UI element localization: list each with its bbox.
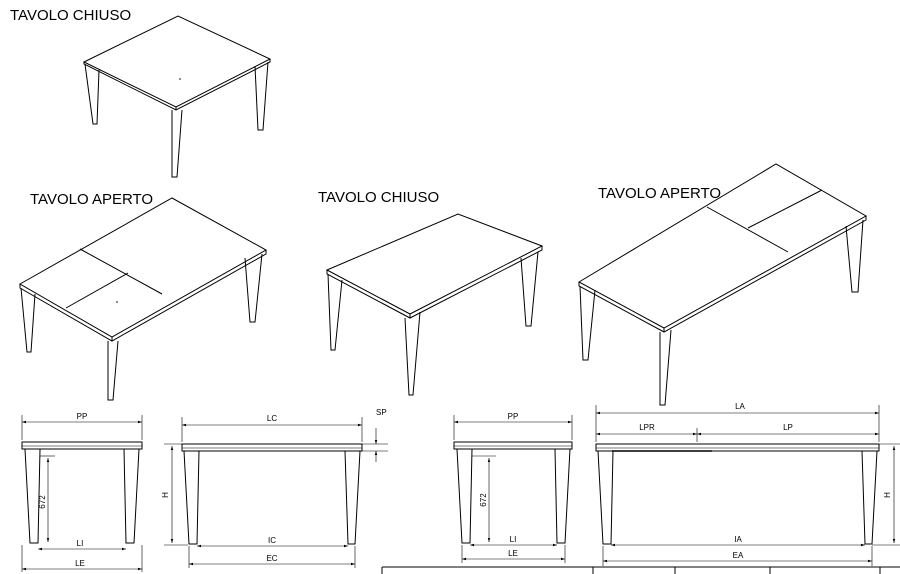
- iso-open-table-long: TAVOLO APERTO: [577, 163, 868, 406]
- dim-pp-2: PP: [508, 412, 519, 421]
- bottom-table-frame: [381, 566, 900, 574]
- dim-ic: IC: [268, 536, 276, 545]
- dim-pp-1: PP: [77, 412, 88, 421]
- dim-ia: IA: [734, 535, 742, 544]
- caption-right-open: TAVOLO APERTO: [598, 185, 721, 202]
- front-view-long: PP 672 LI LE: [453, 412, 573, 563]
- iso-closed-table-long: TAVOLO CHIUSO: [318, 189, 544, 396]
- dim-la: LA: [735, 402, 745, 411]
- dim-h-2: H: [883, 492, 892, 498]
- dim-lpr: LPR: [639, 423, 655, 432]
- dim-672-1: 672: [38, 495, 47, 509]
- caption-mid-closed: TAVOLO CHIUSO: [318, 189, 439, 206]
- dim-ec: EC: [266, 554, 277, 563]
- dim-lc: LC: [267, 414, 277, 423]
- iso-open-table-left: TAVOLO APERTO: [18, 191, 268, 401]
- caption-top-closed: TAVOLO CHIUSO: [10, 7, 131, 24]
- dim-sp: SP: [376, 408, 387, 417]
- dim-le-2: LE: [508, 549, 518, 558]
- dim-le-1: LE: [75, 559, 85, 568]
- dim-h-1: H: [161, 492, 170, 498]
- side-view-closed: LC SP H IC EC: [161, 408, 388, 568]
- caption-left-open: TAVOLO APERTO: [30, 191, 153, 208]
- dim-li-2: LI: [510, 535, 517, 544]
- side-view-open: LA LPR LP H IA EA: [595, 402, 900, 566]
- dim-672-2: 672: [479, 493, 488, 507]
- front-view-small: PP 672 LI LE: [21, 412, 143, 572]
- dim-li-1: LI: [77, 539, 84, 548]
- iso-closed-table-small: TAVOLO CHIUSO: [10, 7, 272, 178]
- dim-ea: EA: [733, 551, 744, 560]
- dim-lp: LP: [783, 423, 793, 432]
